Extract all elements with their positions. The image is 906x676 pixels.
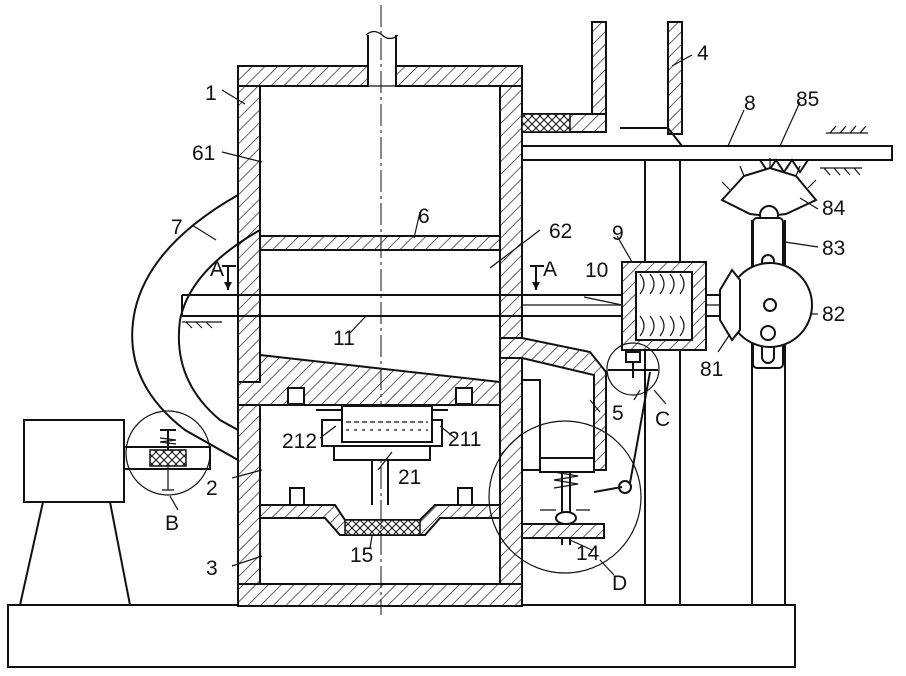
- label-11: 11: [333, 327, 355, 350]
- rack-bar: [522, 126, 892, 175]
- label-61: 61: [192, 142, 215, 165]
- label-5: 5: [612, 402, 624, 425]
- label-83: 83: [822, 237, 845, 260]
- motor-assembly: [20, 420, 210, 605]
- label-212: 212: [282, 430, 317, 453]
- label-8: 8: [744, 92, 756, 115]
- label-1: 1: [205, 82, 217, 105]
- label-14: 14: [576, 542, 600, 565]
- label-A-right: A: [543, 258, 557, 281]
- label-62: 62: [549, 220, 572, 243]
- label-3: 3: [206, 557, 218, 580]
- label-7: 7: [171, 216, 183, 239]
- label-82: 82: [822, 303, 845, 326]
- label-6: 6: [418, 205, 430, 228]
- label-B: B: [165, 512, 179, 535]
- label-C: C: [655, 408, 670, 431]
- hopper: [522, 22, 682, 134]
- main-housing: [238, 66, 522, 606]
- label-81: 81: [700, 358, 723, 381]
- vibration-tray: [316, 406, 448, 505]
- label-84: 84: [822, 197, 846, 220]
- base-plate: [8, 605, 795, 667]
- label-10: 10: [585, 259, 608, 282]
- label-85: 85: [796, 88, 819, 111]
- label-4: 4: [697, 42, 709, 65]
- label-15: 15: [350, 544, 373, 567]
- label-21: 21: [398, 466, 421, 489]
- label-211: 211: [448, 428, 481, 451]
- spring-housing: [622, 262, 706, 350]
- label-D: D: [612, 572, 627, 595]
- label-A-left: A: [210, 258, 224, 281]
- label-2: 2: [206, 477, 218, 500]
- bevel-gear: [720, 270, 740, 340]
- top-shaft: [368, 35, 396, 86]
- label-9: 9: [612, 222, 624, 245]
